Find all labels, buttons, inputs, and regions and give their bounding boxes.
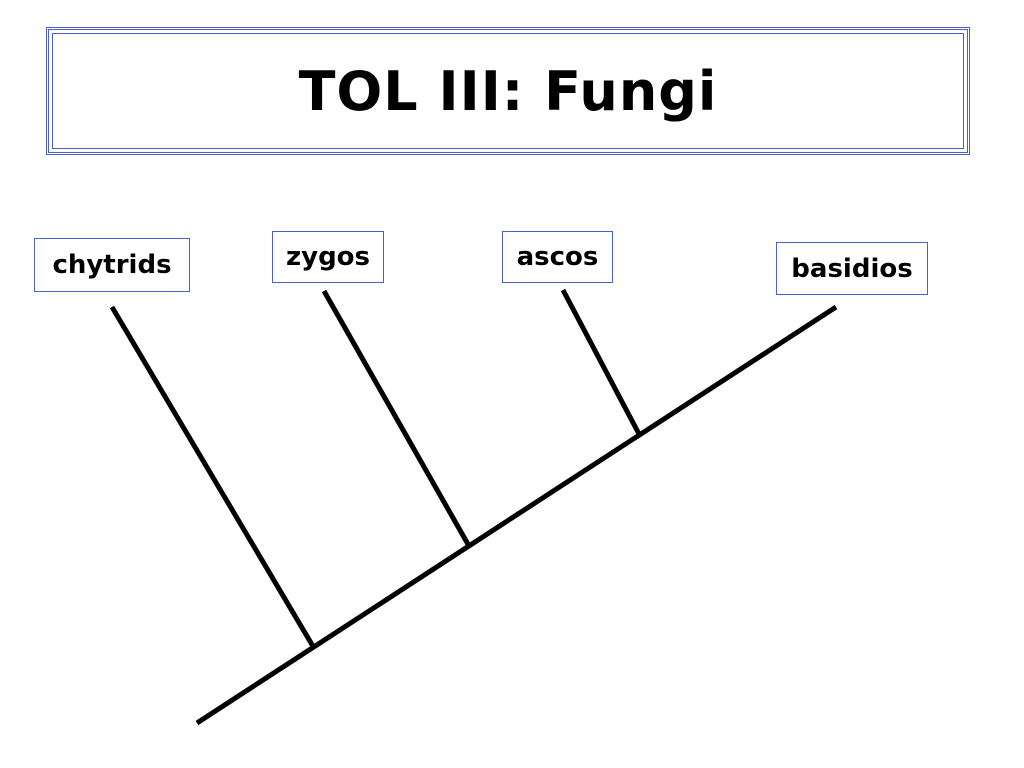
- branch-zygos: [321, 289, 472, 548]
- taxon-label-chytrids-text: chytrids: [52, 250, 172, 280]
- taxon-label-zygos-text: zygos: [285, 242, 371, 272]
- taxon-label-chytrids: chytrids: [34, 238, 190, 292]
- branch-chytrids: [109, 305, 317, 650]
- taxon-label-basidios-text: basidios: [791, 253, 913, 284]
- branch-ascos: [560, 288, 642, 436]
- taxon-label-ascos: ascos: [502, 231, 613, 283]
- taxon-label-zygos: zygos: [272, 231, 384, 283]
- page-title: TOL III: Fungi: [298, 59, 718, 123]
- taxon-label-basidios: basidios: [776, 242, 928, 295]
- tree-trunk: [195, 304, 838, 726]
- taxon-label-ascos-text: ascos: [516, 242, 599, 272]
- title-frame: TOL III: Fungi: [46, 27, 970, 155]
